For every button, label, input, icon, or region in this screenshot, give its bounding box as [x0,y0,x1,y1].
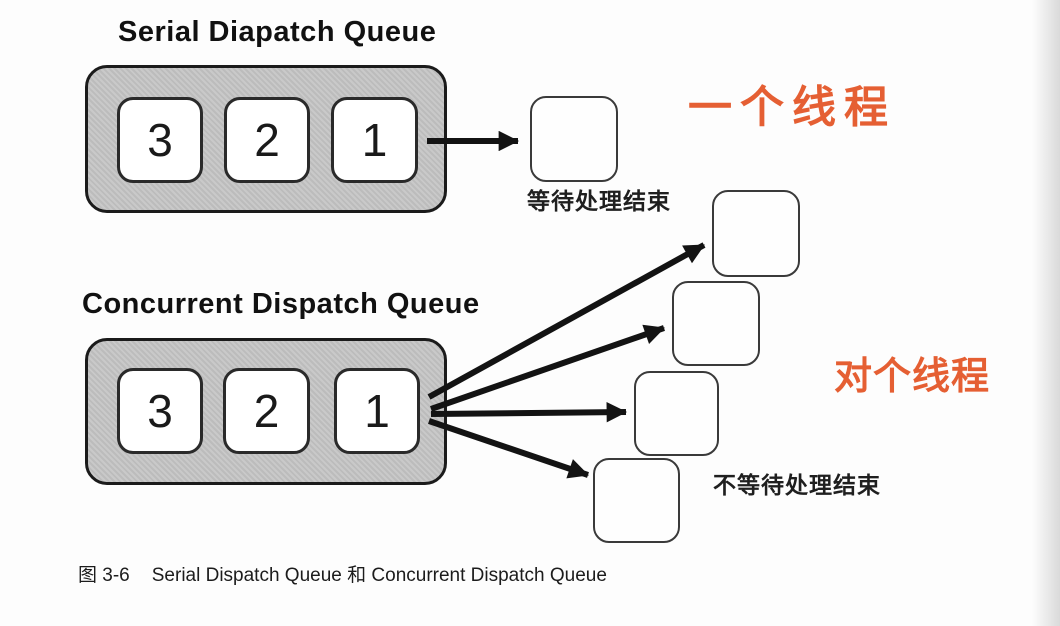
concurrent-thread-square-3 [634,371,719,456]
figure-caption-text: Serial Dispatch Queue 和 Concurrent Dispa… [151,565,607,586]
concurrent-dispatch-arrow-4-icon [428,418,589,479]
concurrent-thread-square-2 [672,281,760,366]
figure-number-label: 图 3-6 [78,565,130,586]
serial-queue-title: Serial Diapatch Queue [118,16,437,48]
page-edge-shading [1032,0,1060,626]
figure-caption: 图 3-6 Serial Dispatch Queue 和 Concurrent … [78,566,607,585]
concurrent-thread-square-4 [593,458,680,543]
concurrent-task-square-3: 3 [117,368,203,454]
task-number: 3 [147,385,173,437]
concurrent-dispatch-arrow-2-icon [430,324,665,412]
concurrent-task-square-1: 1 [334,368,420,454]
serial-wait-label: 等待处理结束 [527,188,671,214]
serial-task-square-2: 2 [224,97,310,183]
serial-thread-square [530,96,618,182]
serial-task-square-1: 1 [331,97,418,183]
task-number: 1 [361,114,388,166]
serial-thread-note: 一个线程 [688,83,896,132]
task-number: 1 [364,385,390,437]
concurrent-task-square-2: 2 [223,368,310,454]
concurrent-thread-square-1 [712,190,800,277]
task-number: 2 [254,114,280,166]
concurrent-dispatch-arrow-3-icon [430,401,628,423]
serial-task-square-3: 3 [117,97,203,183]
concurrent-thread-note: 对个线程 [834,356,991,398]
task-number: 2 [253,385,280,437]
concurrent-queue-title: Concurrent Dispatch Queue [82,288,480,320]
concurrent-wait-label: 不等待处理结束 [713,472,881,498]
task-number: 3 [147,114,173,166]
